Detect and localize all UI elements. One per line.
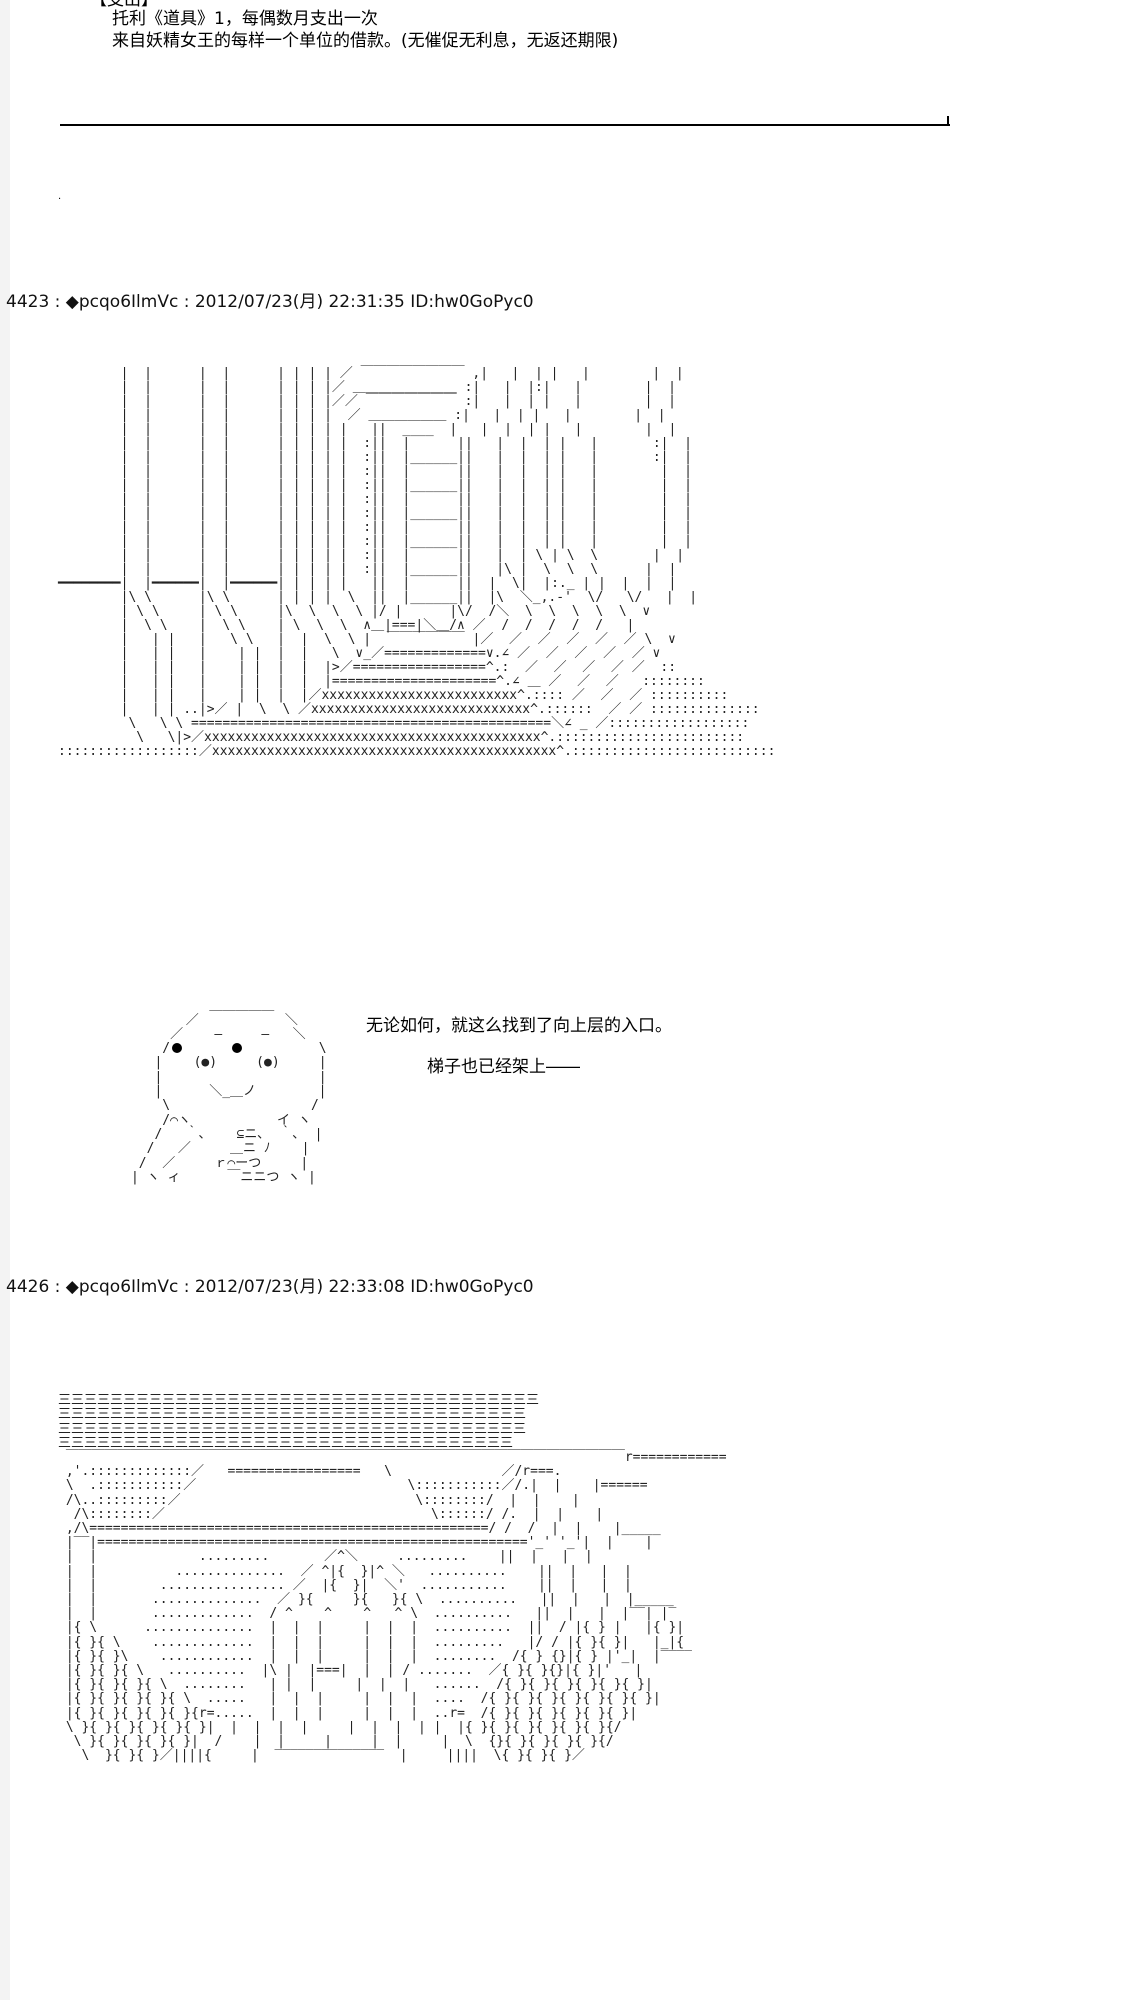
expense-label: 【支出】 <box>90 0 158 10</box>
frame-bottom-rule <box>60 124 950 126</box>
expense-line-2: 来自妖精女王的每样一个单位的借款。(无催促无利息，无返还期限) <box>112 31 619 51</box>
character-ascii-art: ＿＿＿＿＿ ／ ＼ ／ ― ― ＼ / \ | (●) (●) | | | | … <box>130 998 327 1185</box>
dialogue-line-1: 无论如何，就这么找到了向上层的入口。 <box>366 1016 672 1036</box>
right-eye-icon <box>232 1038 242 1057</box>
left-gutter <box>0 0 10 2000</box>
post-header-4423: 4423 : ◆pcqo6IlmVc : 2012/07/23(月) 22:31… <box>6 292 534 312</box>
dialogue-line-2: 梯子也已经架上―― <box>427 1057 580 1077</box>
temple-ascii-art: 三三三三三三三三三三三三三三三三三三三三三三三三三三三三三三三三三三三三三 三三… <box>58 1393 727 1764</box>
left-eye-icon <box>172 1038 182 1057</box>
stray-dot: . <box>58 191 62 202</box>
expense-line-1: 托利《道具》1，每偶数月支出一次 <box>112 9 378 29</box>
ladder-ascii-art: | | | | | | | | ／ ￣￣￣￣￣￣￣￣ ,| | | | | | … <box>58 366 776 759</box>
frame-corner <box>947 116 949 126</box>
post-header-4426: 4426 : ◆pcqo6IlmVc : 2012/07/23(月) 22:33… <box>6 1277 534 1297</box>
